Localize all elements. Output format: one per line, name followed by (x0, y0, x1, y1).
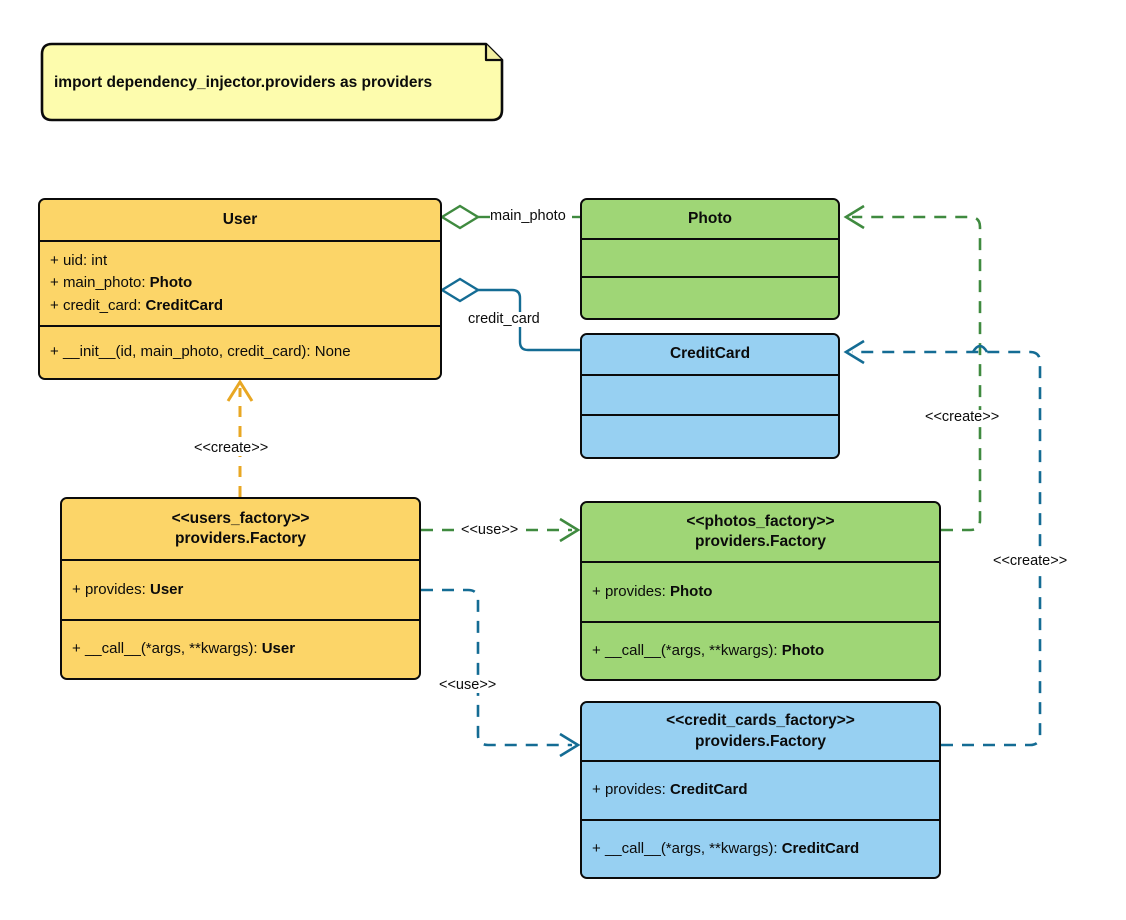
aggregation-diamond-credit-card (439, 277, 481, 303)
class-attributes-section-user: + uid: int + main_photo: Photo + credit_… (40, 242, 440, 327)
class-name-credit-card: CreditCard (669, 345, 751, 363)
open-arrowhead (559, 732, 581, 758)
class-box-photos-factory[interactable]: <<photos_factory>> providers.Factory + p… (580, 501, 941, 681)
class-attributes-section-photos-factory: + provides: Photo (582, 563, 939, 623)
edge-label-create-credit-card: <<create>> (993, 553, 1068, 569)
edge-label-create-user: <<create>> (194, 440, 269, 456)
class-title-section-photo: Photo (582, 200, 838, 240)
class-methods-section-credit-card (582, 416, 838, 457)
attribute-row: + provides: Photo (592, 582, 713, 600)
attribute-row: + main_photo: Photo (50, 274, 193, 292)
method-row: + __call__(*args, **kwargs): Photo (592, 641, 825, 659)
method-row: + __call__(*args, **kwargs): User (72, 640, 296, 658)
class-title-section-credit-cards-factory: <<credit_cards_factory>> providers.Facto… (582, 703, 939, 762)
attribute-row: + credit_card: CreditCard (50, 296, 223, 314)
class-title-section-credit-card: CreditCard (582, 335, 838, 376)
class-name-photo: Photo (688, 209, 732, 227)
edge-credit-cards-factory-create-credit-card (843, 339, 1042, 747)
line-jump-hop (971, 344, 989, 353)
note-text: import dependency_injector.providers as … (54, 74, 433, 91)
aggregation-diamond-main-photo (439, 204, 481, 230)
class-box-credit-cards-factory[interactable]: <<credit_cards_factory>> providers.Facto… (580, 701, 941, 879)
class-methods-section-photo (582, 278, 838, 318)
method-row: + __init__(id, main_photo, credit_card):… (50, 343, 351, 361)
class-box-users-factory[interactable]: <<users_factory>> providers.Factory + pr… (60, 497, 421, 680)
edge-label-use-credit-cards-factory: <<use>> (439, 677, 497, 693)
edge-users-factory-use-credit-cards-factory (421, 588, 581, 758)
class-stereotype-credit-cards-factory: <<credit_cards_factory>> (666, 712, 855, 730)
note-import-statement: import dependency_injector.providers as … (36, 42, 506, 124)
class-attributes-section-credit-card (582, 376, 838, 416)
class-attributes-section-users-factory: + provides: User (62, 561, 419, 621)
class-stereotype-users-factory: <<users_factory>> (171, 509, 310, 527)
class-box-user[interactable]: User + uid: int + main_photo: Photo + cr… (38, 198, 442, 380)
class-attributes-section-credit-cards-factory: + provides: CreditCard (582, 762, 939, 821)
edge-user-main-photo (439, 204, 580, 230)
method-row: + __call__(*args, **kwargs): CreditCard (592, 839, 860, 857)
class-methods-section-users-factory: + __call__(*args, **kwargs): User (62, 621, 419, 678)
class-title-section-users-factory: <<users_factory>> providers.Factory (62, 499, 419, 561)
class-stereotype-photos-factory: <<photos_factory>> (686, 512, 835, 530)
edge-dashed-path (421, 588, 572, 747)
open-arrowhead (843, 339, 865, 365)
note-shape (40, 42, 504, 122)
class-box-credit-card[interactable]: CreditCard (580, 333, 840, 459)
class-box-photo[interactable]: Photo (580, 198, 840, 320)
class-title-section-user: User (40, 200, 440, 242)
class-title-section-photos-factory: <<photos_factory>> providers.Factory (582, 503, 939, 563)
edge-label-credit-card: credit_card (468, 311, 540, 327)
edge-label-use-photos-factory: <<use>> (461, 522, 519, 538)
attribute-row: + uid: int (50, 251, 108, 269)
open-arrowhead (226, 379, 254, 402)
attribute-row: + provides: CreditCard (592, 781, 748, 799)
class-methods-section-credit-cards-factory: + __call__(*args, **kwargs): CreditCard (582, 821, 939, 877)
edge-label-main-photo: main_photo (490, 208, 566, 224)
edge-dashed-path (852, 215, 982, 532)
edge-photos-factory-create-photo (843, 204, 982, 532)
edge-label-create-photo: <<create>> (925, 409, 1000, 425)
edge-users-factory-use-photos-factory (421, 517, 581, 543)
class-name-user: User (222, 210, 258, 228)
class-methods-section-user: + __init__(id, main_photo, credit_card):… (40, 327, 440, 378)
class-name-credit-cards-factory: providers.Factory (695, 732, 826, 750)
open-arrowhead (559, 517, 581, 543)
class-name-photos-factory: providers.Factory (695, 533, 826, 550)
edge-dashed-path (852, 350, 1042, 747)
class-attributes-section-photo (582, 240, 838, 278)
open-arrowhead (843, 204, 865, 230)
attribute-row: + provides: User (72, 580, 184, 598)
edge-users-factory-create-user (226, 379, 254, 497)
class-name-users-factory: providers.Factory (175, 530, 306, 547)
class-methods-section-photos-factory: + __call__(*args, **kwargs): Photo (582, 623, 939, 679)
